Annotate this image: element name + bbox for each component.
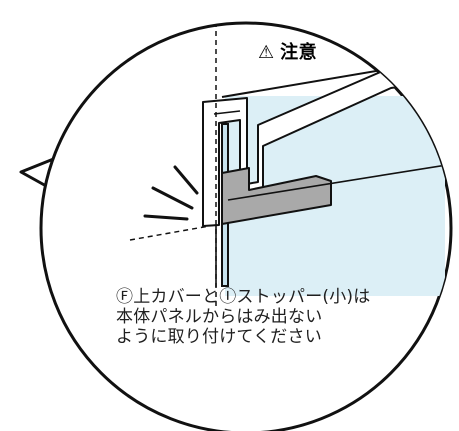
note-line: Ⓕ上カバーとⒾストッパー(小)は bbox=[116, 287, 371, 307]
note-line: 本体パネルからはみ出ない bbox=[116, 307, 323, 327]
caution-heading: ⚠ 注意 bbox=[258, 44, 317, 62]
warning-triangle-icon: ⚠ bbox=[258, 42, 275, 63]
installation-note: Ⓕ上カバーとⒾストッパー(小)は 本体パネルからはみ出ない ように取り付けてくだ… bbox=[116, 287, 446, 347]
front-panel-edge bbox=[227, 162, 451, 201]
upper-cover-inner-edge bbox=[213, 110, 241, 115]
impact-lines bbox=[143, 165, 199, 221]
caution-title: 注意 bbox=[280, 42, 318, 63]
stopper-block bbox=[221, 167, 332, 225]
note-line: ように取り付けてください bbox=[116, 327, 322, 347]
